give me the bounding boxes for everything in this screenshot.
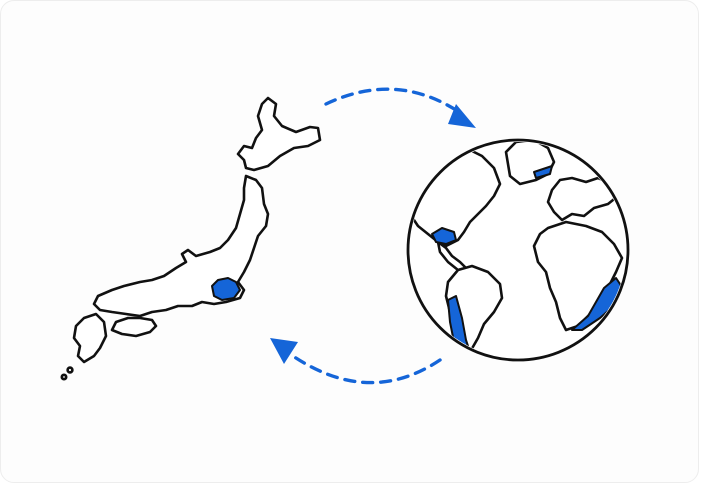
globe-icon [406, 138, 630, 362]
small-island [66, 366, 74, 374]
arrow-left-icon [270, 338, 442, 385]
japan-map-icon [60, 96, 322, 381]
highlighted-region [431, 227, 457, 245]
arrow-right-icon [324, 87, 476, 128]
small-island [60, 373, 68, 381]
highlighted-region [533, 165, 553, 179]
highlighted-region [571, 277, 625, 331]
europe [546, 176, 620, 222]
highlighted-region [211, 277, 241, 301]
shikoku-island [110, 316, 158, 338]
hokkaido-island [236, 96, 322, 172]
honshu-island [92, 174, 270, 318]
kyushu-island [72, 312, 108, 364]
